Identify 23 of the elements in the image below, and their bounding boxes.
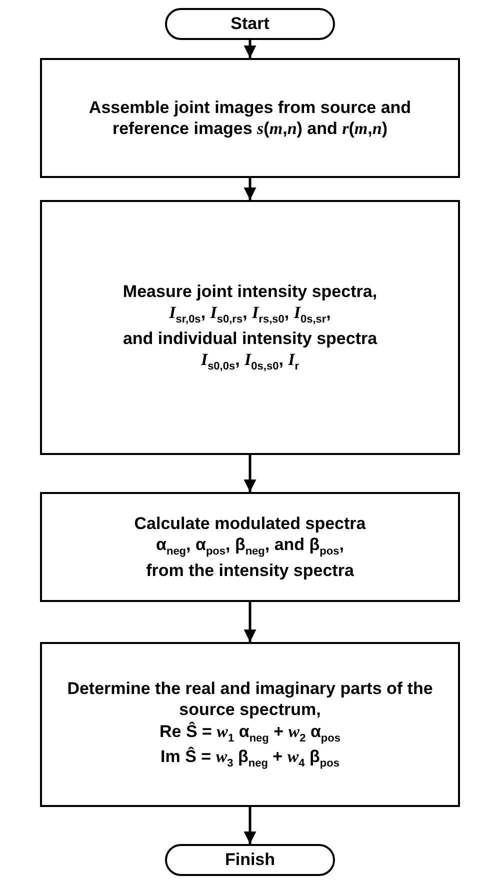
step-text: and individual intensity spectra — [122, 328, 378, 349]
process-box — [40, 492, 460, 602]
step-text: Im Ŝ = w$_{3}$ β$_{neg}$ + w$_{4}$ β$_{pos}$ — [160, 746, 340, 771]
process-box — [40, 642, 460, 807]
step-text: α$_{neg}$, α$_{pos}$, β$_{neg}$, and β$_{pos}$, — [156, 534, 344, 560]
arrow — [244, 178, 256, 200]
arrow — [244, 455, 256, 492]
terminal-box — [165, 844, 335, 876]
step-text: Re Ŝ = w$_{1}$ α$_{neg}$ + w$_{2}$ α$_{pos}$ — [160, 720, 340, 746]
arrow — [244, 40, 256, 58]
arrow — [244, 602, 256, 642]
step-text: from the intensity spectra — [146, 560, 354, 581]
terminal-label: Finish — [224, 849, 276, 871]
step-text: I$_{s0,0s}$, I$_{0s,s0}$, I$_{r}$ — [200, 348, 300, 374]
terminal-label: Start — [230, 13, 270, 35]
arrow — [244, 807, 256, 844]
process-box — [40, 200, 460, 455]
step-text: Measure joint intensity spectra, — [122, 281, 378, 302]
step-text: Assemble joint images from source and reference images s(m,n) and r(m,n) — [88, 96, 412, 140]
process-box — [40, 58, 460, 178]
terminal-box — [165, 8, 335, 40]
step-text: I$_{sr,0s}$, I$_{s0,rs}$, I$_{rs,s0}$, I$_{0s,sr}$, — [169, 302, 331, 328]
step-text: Calculate modulated spectra — [134, 513, 366, 534]
